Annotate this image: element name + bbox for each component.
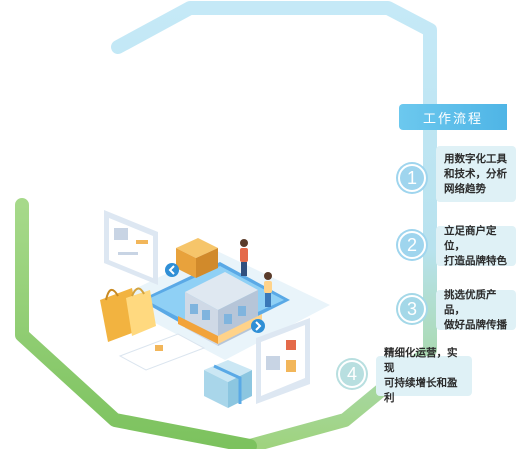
step-2-label: 立足商户定位， 打造品牌特色 <box>444 224 507 267</box>
delivery-box-icon <box>176 238 218 278</box>
step-1-label: 用数字化工具 和技术，分析 网络趋势 <box>444 152 507 195</box>
step-3-number: 3 <box>398 295 426 323</box>
step-2-text: 立足商户定位， 打造品牌特色 <box>436 224 516 267</box>
step-4-label: 精细化运营，实现 可持续增长和盈利 <box>384 347 458 404</box>
product-poster-right <box>256 318 310 404</box>
credit-card-icon <box>118 333 206 371</box>
store-icon <box>178 272 262 346</box>
shopping-bag-icon <box>100 287 156 342</box>
step-1-text: 用数字化工具 和技术，分析 网络趋势 <box>436 146 516 202</box>
shopper-person-icon <box>240 239 272 307</box>
step-4-number: 4 <box>338 360 366 388</box>
step-1-number: 1 <box>398 164 426 192</box>
product-poster-left <box>104 210 158 285</box>
step-4-text: 精细化运营，实现 可持续增长和盈利 <box>376 347 472 404</box>
step-3-label: 挑选优质产品， 做好品牌传播 <box>444 288 507 331</box>
hexagon-band-left <box>15 198 257 449</box>
step-2-number: 2 <box>398 231 426 259</box>
gift-box-icon <box>204 360 252 408</box>
step-3-text: 挑选优质产品， 做好品牌传播 <box>436 288 516 331</box>
store-illustration <box>100 210 330 408</box>
workflow-title: 工作流程 <box>399 104 507 130</box>
